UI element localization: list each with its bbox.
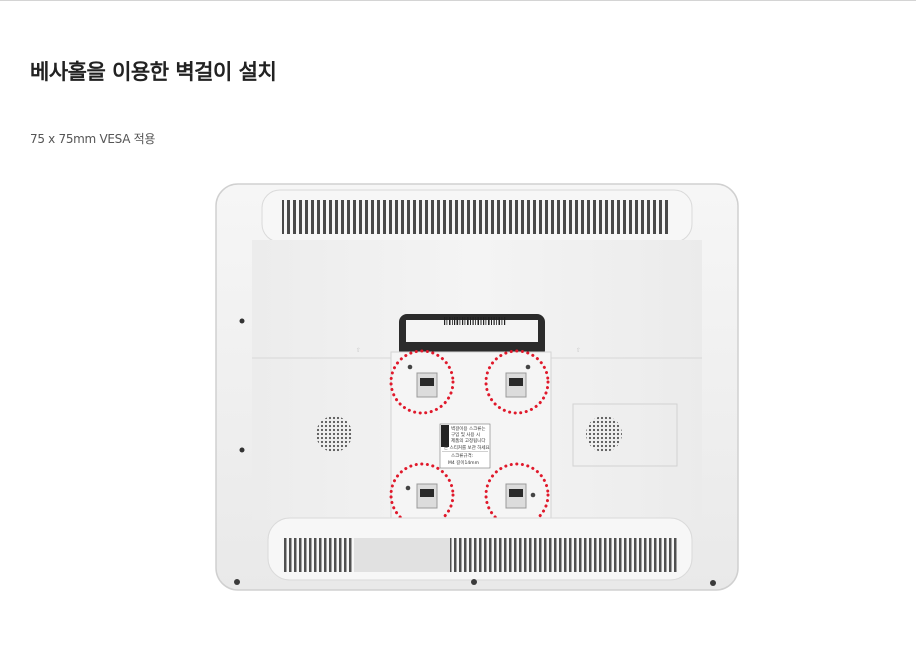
speaker-right <box>586 416 622 452</box>
vesa-highlight-top-right <box>484 349 550 415</box>
vesa-hole-bottom-left <box>405 483 438 509</box>
screw-spec-sticker: 벽걸이용 스크류는 구입 및 사용 시 제품의 고정됩니다 본 스티커를 보관 … <box>439 423 491 469</box>
page-subtitle: 75 x 75mm VESA 적용 <box>30 132 156 146</box>
bottom-screw-center <box>471 579 477 585</box>
vesa-hole-top-left <box>407 364 438 398</box>
speaker-left <box>316 416 352 452</box>
page-title: 베사홀을 이용한 벽걸이 설치 <box>30 60 277 84</box>
top-vent-grille <box>282 200 670 234</box>
side-screw-top <box>239 318 245 324</box>
bottom-screw-right <box>710 580 716 586</box>
bottom-screw-left <box>234 579 240 585</box>
bottom-vent-grille-right <box>450 538 678 572</box>
sticker-spec-label: 스크류규격: <box>451 452 473 459</box>
monitor-back-illustration: ⇧ ⇧ <box>215 183 739 591</box>
side-screw-bottom <box>239 447 245 453</box>
vesa-highlight-bottom-left <box>389 462 455 528</box>
barcode <box>444 317 506 325</box>
vesa-highlight-bottom-right <box>484 462 550 528</box>
sticker-spec-value: M4 길이14mm <box>448 459 479 466</box>
svg-text:⇧: ⇧ <box>576 347 581 354</box>
sticker-line-2: 구입 및 사용 시 <box>451 431 480 438</box>
top-divider <box>0 0 916 1</box>
vesa-hole-top-right <box>505 364 531 398</box>
bottom-vent-grille-center <box>354 538 450 572</box>
vesa-hole-bottom-right <box>505 483 536 509</box>
svg-text:⇧: ⇧ <box>356 347 361 354</box>
sticker-line-3: 제품의 고정됩니다 <box>451 437 486 444</box>
vesa-highlight-top-left <box>389 349 455 415</box>
sticker-line-1: 벽걸이용 스크류는 <box>451 425 486 432</box>
bottom-vent-grille-left <box>282 538 354 572</box>
sticker-line-4: 본 스티커를 보관 하세요 <box>444 444 490 451</box>
